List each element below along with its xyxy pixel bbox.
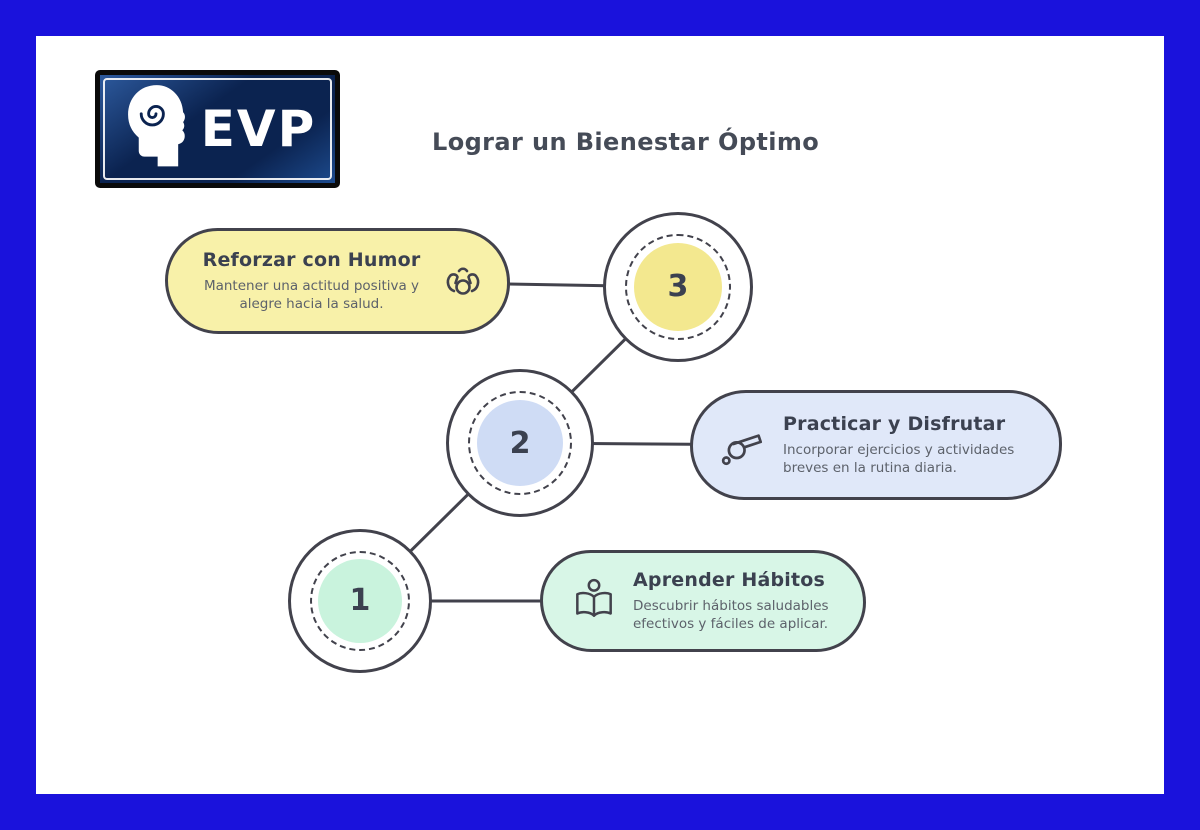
logo-text: EVP <box>200 100 317 158</box>
reading-person-icon <box>569 576 619 626</box>
step-circle-2: 2 <box>446 369 594 517</box>
step-title: Reforzar con Humor <box>202 248 421 271</box>
step-number: 3 <box>667 269 689 305</box>
page-title: Lograr un Bienestar Óptimo <box>432 128 820 156</box>
dashed-ring: 1 <box>309 550 411 652</box>
head-spiral-icon <box>119 81 193 177</box>
dashed-ring: 3 <box>625 234 731 340</box>
step-card-practicar-y-disfrutar: Practicar y Disfrutar Incorporar ejercic… <box>690 390 1062 500</box>
step-number: 1 <box>349 583 371 619</box>
step-circle-3: 3 <box>603 212 753 362</box>
step-number: 2 <box>509 425 531 461</box>
step-title: Aprender Hábitos <box>633 568 826 591</box>
step-description: Mantener una actitud positiva y alegre h… <box>203 277 420 312</box>
step-description: Descubrir hábitos saludables efectivos y… <box>633 597 829 632</box>
flex-arms-icon <box>439 257 487 305</box>
step-description: Incorporar ejercicios y actividades brev… <box>783 441 1015 476</box>
whistle-icon <box>719 420 769 470</box>
step-card-reforzar-con-humor: Reforzar con Humor Mantener una actitud … <box>165 228 510 334</box>
dashed-ring: 2 <box>468 391 572 495</box>
step-circle-1: 1 <box>288 529 432 673</box>
evp-logo: EVP <box>95 70 340 188</box>
step-card-aprender-habitos: Aprender Hábitos Descubrir hábitos salud… <box>540 550 866 652</box>
step-title: Practicar y Disfrutar <box>783 412 1006 435</box>
